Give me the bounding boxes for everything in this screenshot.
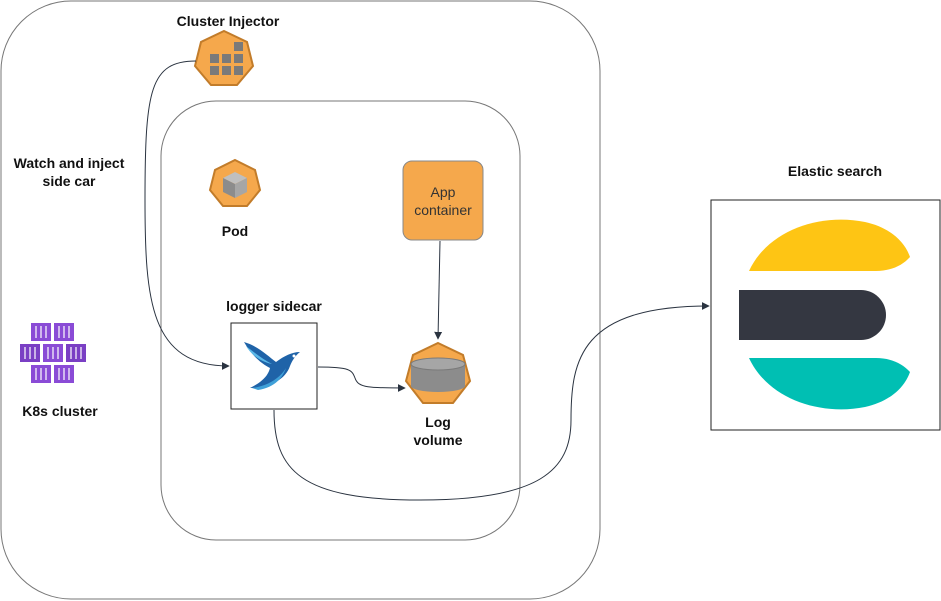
kubernetes-pod-icon	[208, 158, 262, 207]
log-volume-label: Log volume	[413, 414, 463, 448]
k8s-cluster-boundary	[0, 0, 601, 600]
sidecar-to-elastic-arrow	[273, 302, 710, 501]
app-container-box	[402, 160, 484, 241]
elastic-search-label: Elastic search	[787, 163, 883, 179]
kubernetes-volume-icon	[404, 341, 472, 404]
watch-inject-label: Watch and inject side car	[13, 155, 125, 189]
app-container-label: App container	[414, 184, 472, 218]
elasticsearch-logo-icon	[739, 219, 910, 410]
logger-sidecar-label: logger sidecar	[226, 298, 322, 314]
cluster-injector-label: Cluster Injector	[176, 13, 280, 29]
sidecar-to-volume-arrow	[317, 366, 406, 392]
inject-arrow	[144, 60, 230, 370]
kubernetes-operator-icon	[193, 29, 255, 86]
pod-boundary	[160, 100, 521, 541]
app-to-volume-arrow	[434, 240, 443, 340]
k8s-cluster-label: K8s cluster	[22, 403, 98, 419]
pod-label: Pod	[221, 223, 249, 239]
fluentd-bird-icon	[244, 342, 300, 390]
azure-kubernetes-icon	[20, 323, 86, 383]
